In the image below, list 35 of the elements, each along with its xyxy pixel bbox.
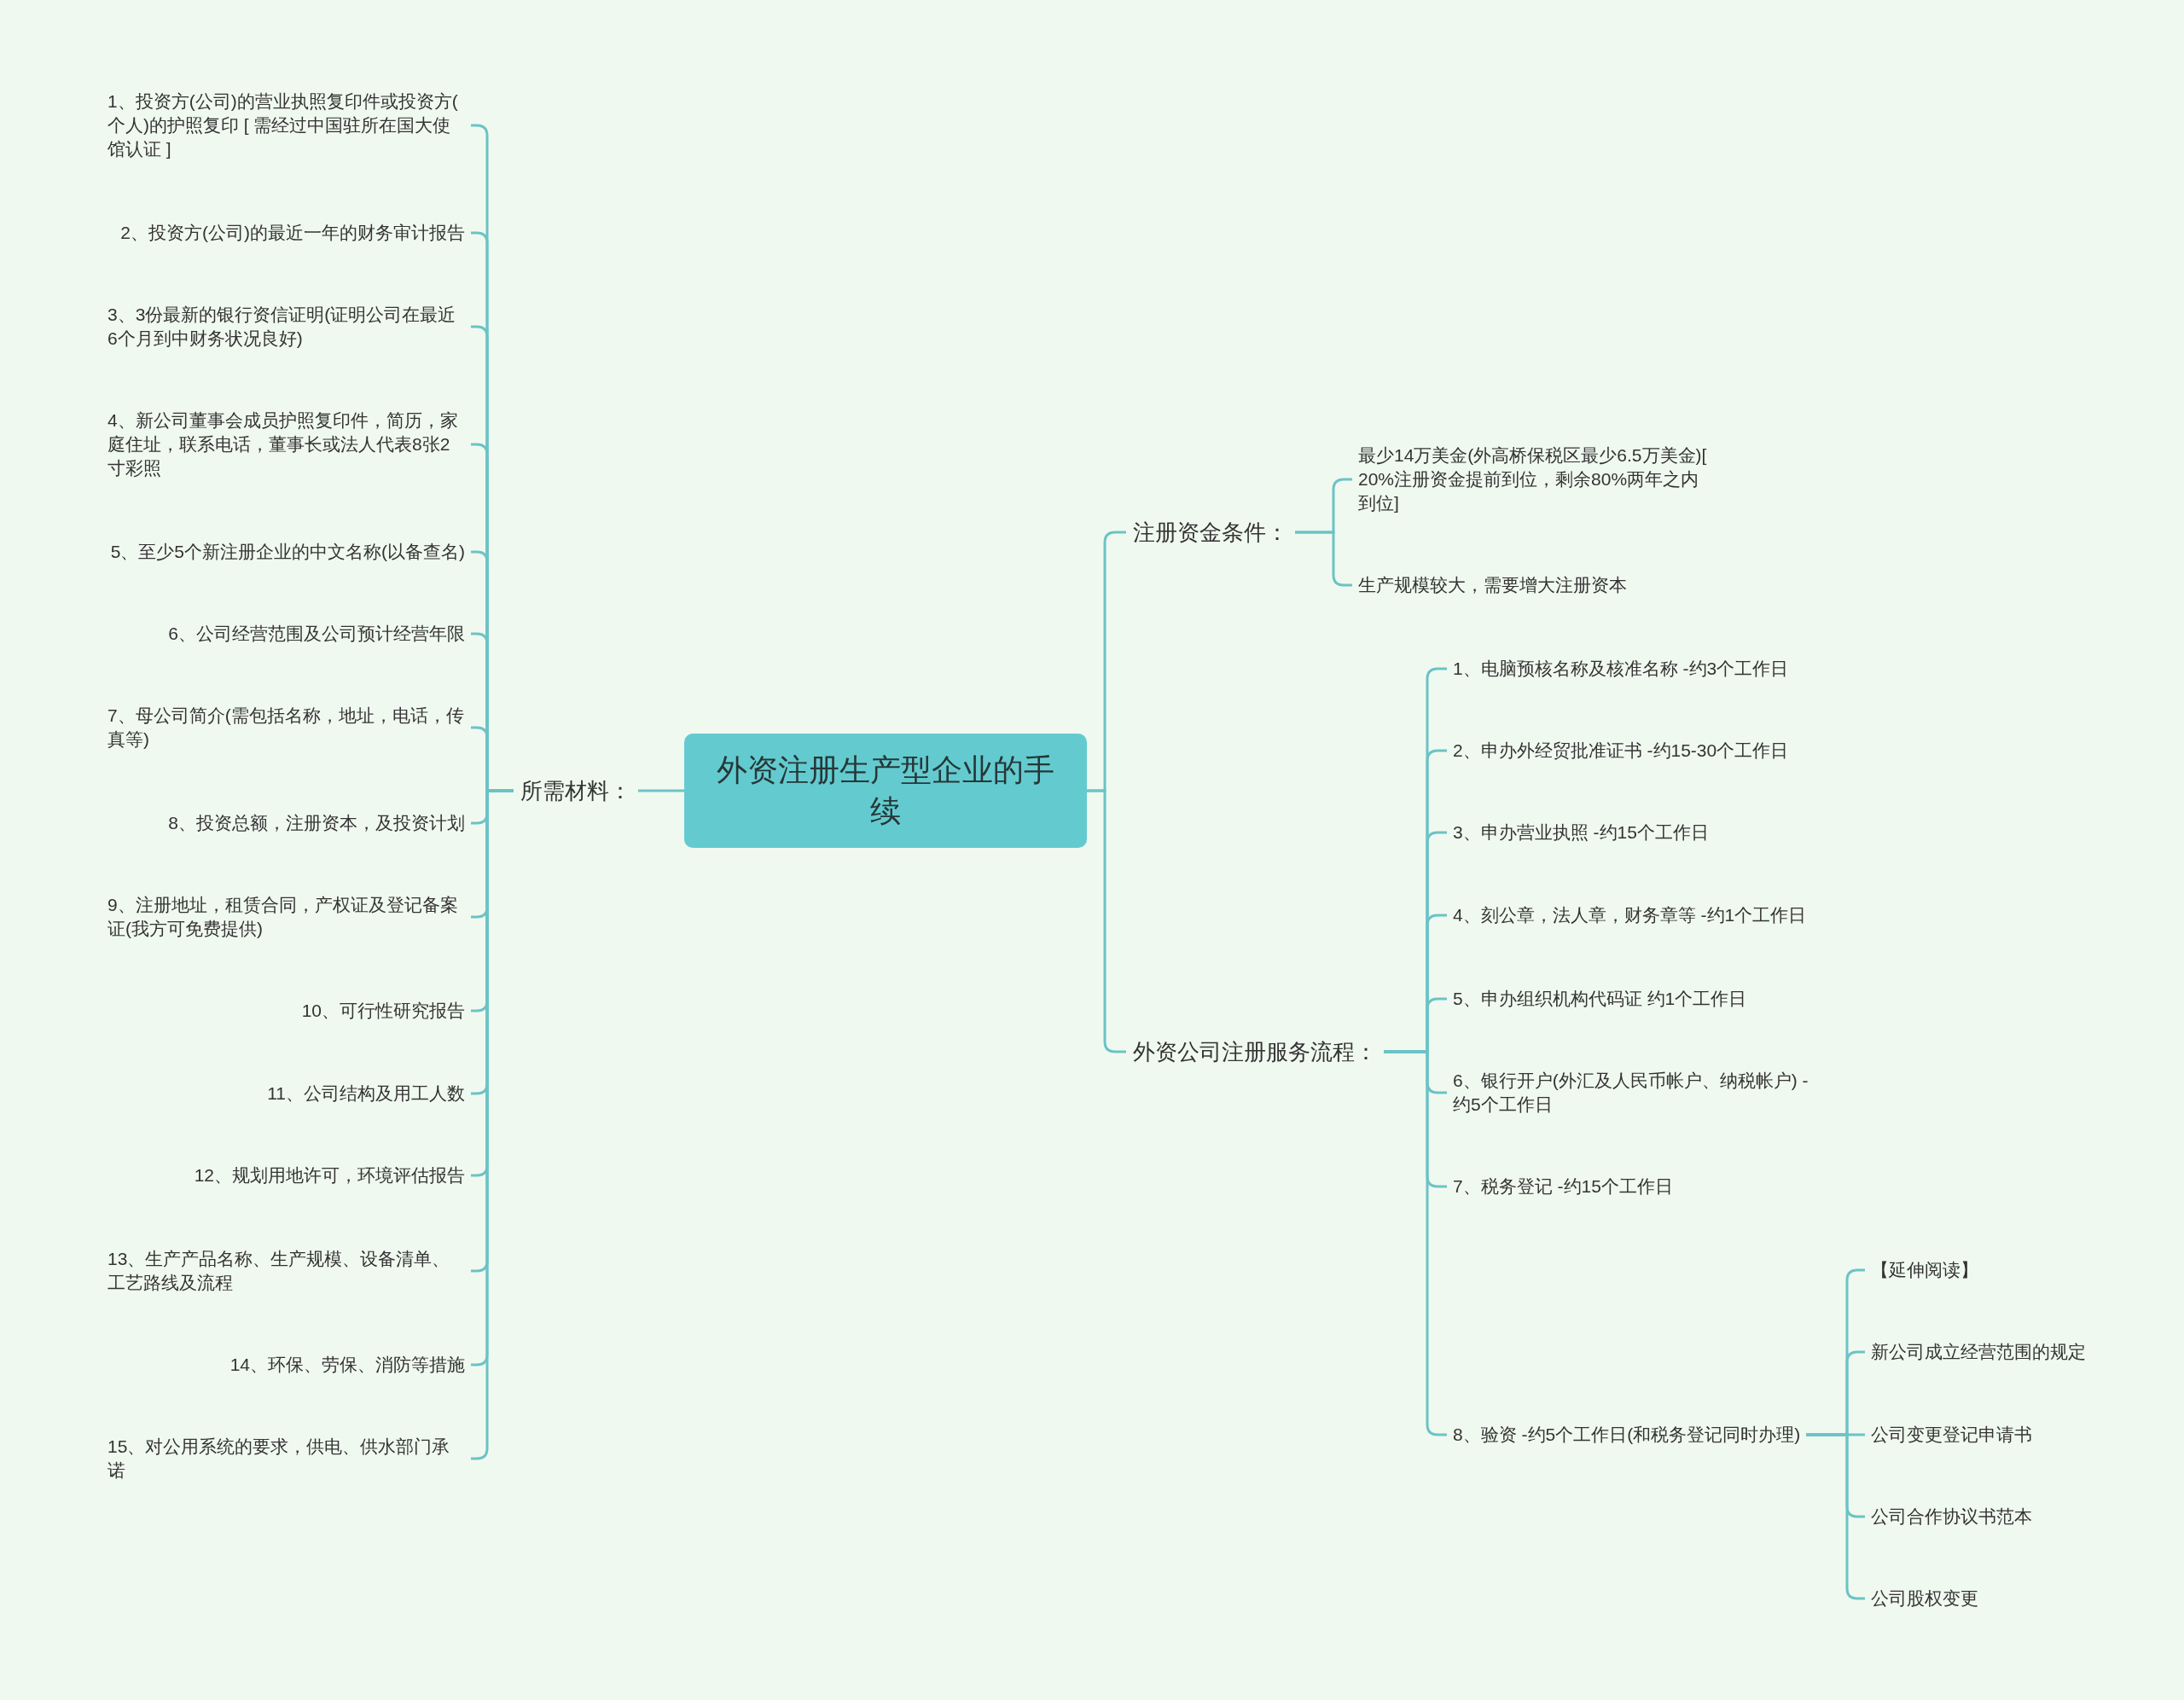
connector-line [638, 789, 684, 792]
topic-text: 2、申办外经贸批准证书 -约15-30个工作日 [1447, 737, 1795, 764]
topic-text: 3、3份最新的银行资信证明(证明公司在最近6个月到中财务状况良好) [102, 301, 471, 352]
topic-text: 4、新公司董事会成员护照复印件，简历，家庭住址，联系电话，董事长或法人代表8张2寸彩照 [102, 407, 471, 482]
branch-label: 所需材料： [514, 774, 638, 808]
topic-text: 1、投资方(公司)的营业执照复印件或投资方(个人)的护照复印 [ 需经过中国驻所在国大使馆认证 ] [102, 88, 471, 163]
topic-text: 6、公司经营范围及公司预计经营年限 [162, 620, 471, 647]
topic-text: 4、刻公章，法人章，财务章等 -约1个工作日 [1447, 902, 1813, 929]
topic-text: 13、生产产品名称、生产规模、设备清单、工艺路线及流程 [102, 1245, 471, 1297]
topic-text: 3、申办营业执照 -约15个工作日 [1447, 819, 1715, 846]
topic-text: 11、公司结构及用工人数 [261, 1080, 471, 1107]
topic-text: 1、电脑预核名称及核准名称 -约3个工作日 [1447, 655, 1795, 682]
topic-text: 生产规模较大，需要增大注册资本 [1352, 572, 1633, 599]
central-topic-box: 外资注册生产型企业的手续 [684, 734, 1087, 848]
topic-text: 12、规划用地许可，环境评估报告 [188, 1162, 471, 1189]
topic-text: 7、母公司简介(需包括名称，地址，电话，传真等) [102, 702, 471, 753]
topic-text: 14、环保、劳保、消防等措施 [224, 1351, 471, 1378]
branch-label: 外资公司注册服务流程： [1126, 1035, 1384, 1069]
topic-text: 9、注册地址，租赁合同，产权证及登记备案证(我方可免费提供) [102, 891, 471, 943]
topic-text: 公司变更登记申请书 [1865, 1421, 2038, 1448]
topic-text: 7、税务登记 -约15个工作日 [1447, 1173, 1679, 1200]
topic-text: 5、至少5个新注册企业的中文名称(以备查名) [104, 538, 471, 566]
topic-text: 最少14万美金(外高桥保税区最少6.5万美金)[20%注册资金提前到位，剩余80%两年之内到位] [1352, 442, 1722, 517]
branch-label: 注册资金条件： [1126, 515, 1295, 549]
topic-text: 【延伸阅读】 [1865, 1256, 1984, 1284]
topic-text: 15、对公用系统的要求，供电、供水部门承诺 [102, 1433, 471, 1484]
topic-text: 2、投资方(公司)的最近一年的财务审计报告 [114, 219, 471, 247]
topic-text: 10、可行性研究报告 [295, 997, 471, 1024]
topic-text: 8、投资总额，注册资本，及投资计划 [162, 809, 471, 837]
topic-text: 公司股权变更 [1865, 1585, 1984, 1612]
topic-text: 5、申办组织机构代码证 约1个工作日 [1447, 985, 1753, 1012]
topic-text: 8、验资 -约5个工作日(和税务登记同时办理) [1447, 1421, 1807, 1448]
topic-text: 公司合作协议书范本 [1865, 1503, 2038, 1530]
topic-text: 6、银行开户(外汇及人民币帐户、纳税帐户) -约5个工作日 [1447, 1067, 1816, 1118]
topic-text: 新公司成立经营范围的规定 [1865, 1338, 2092, 1366]
